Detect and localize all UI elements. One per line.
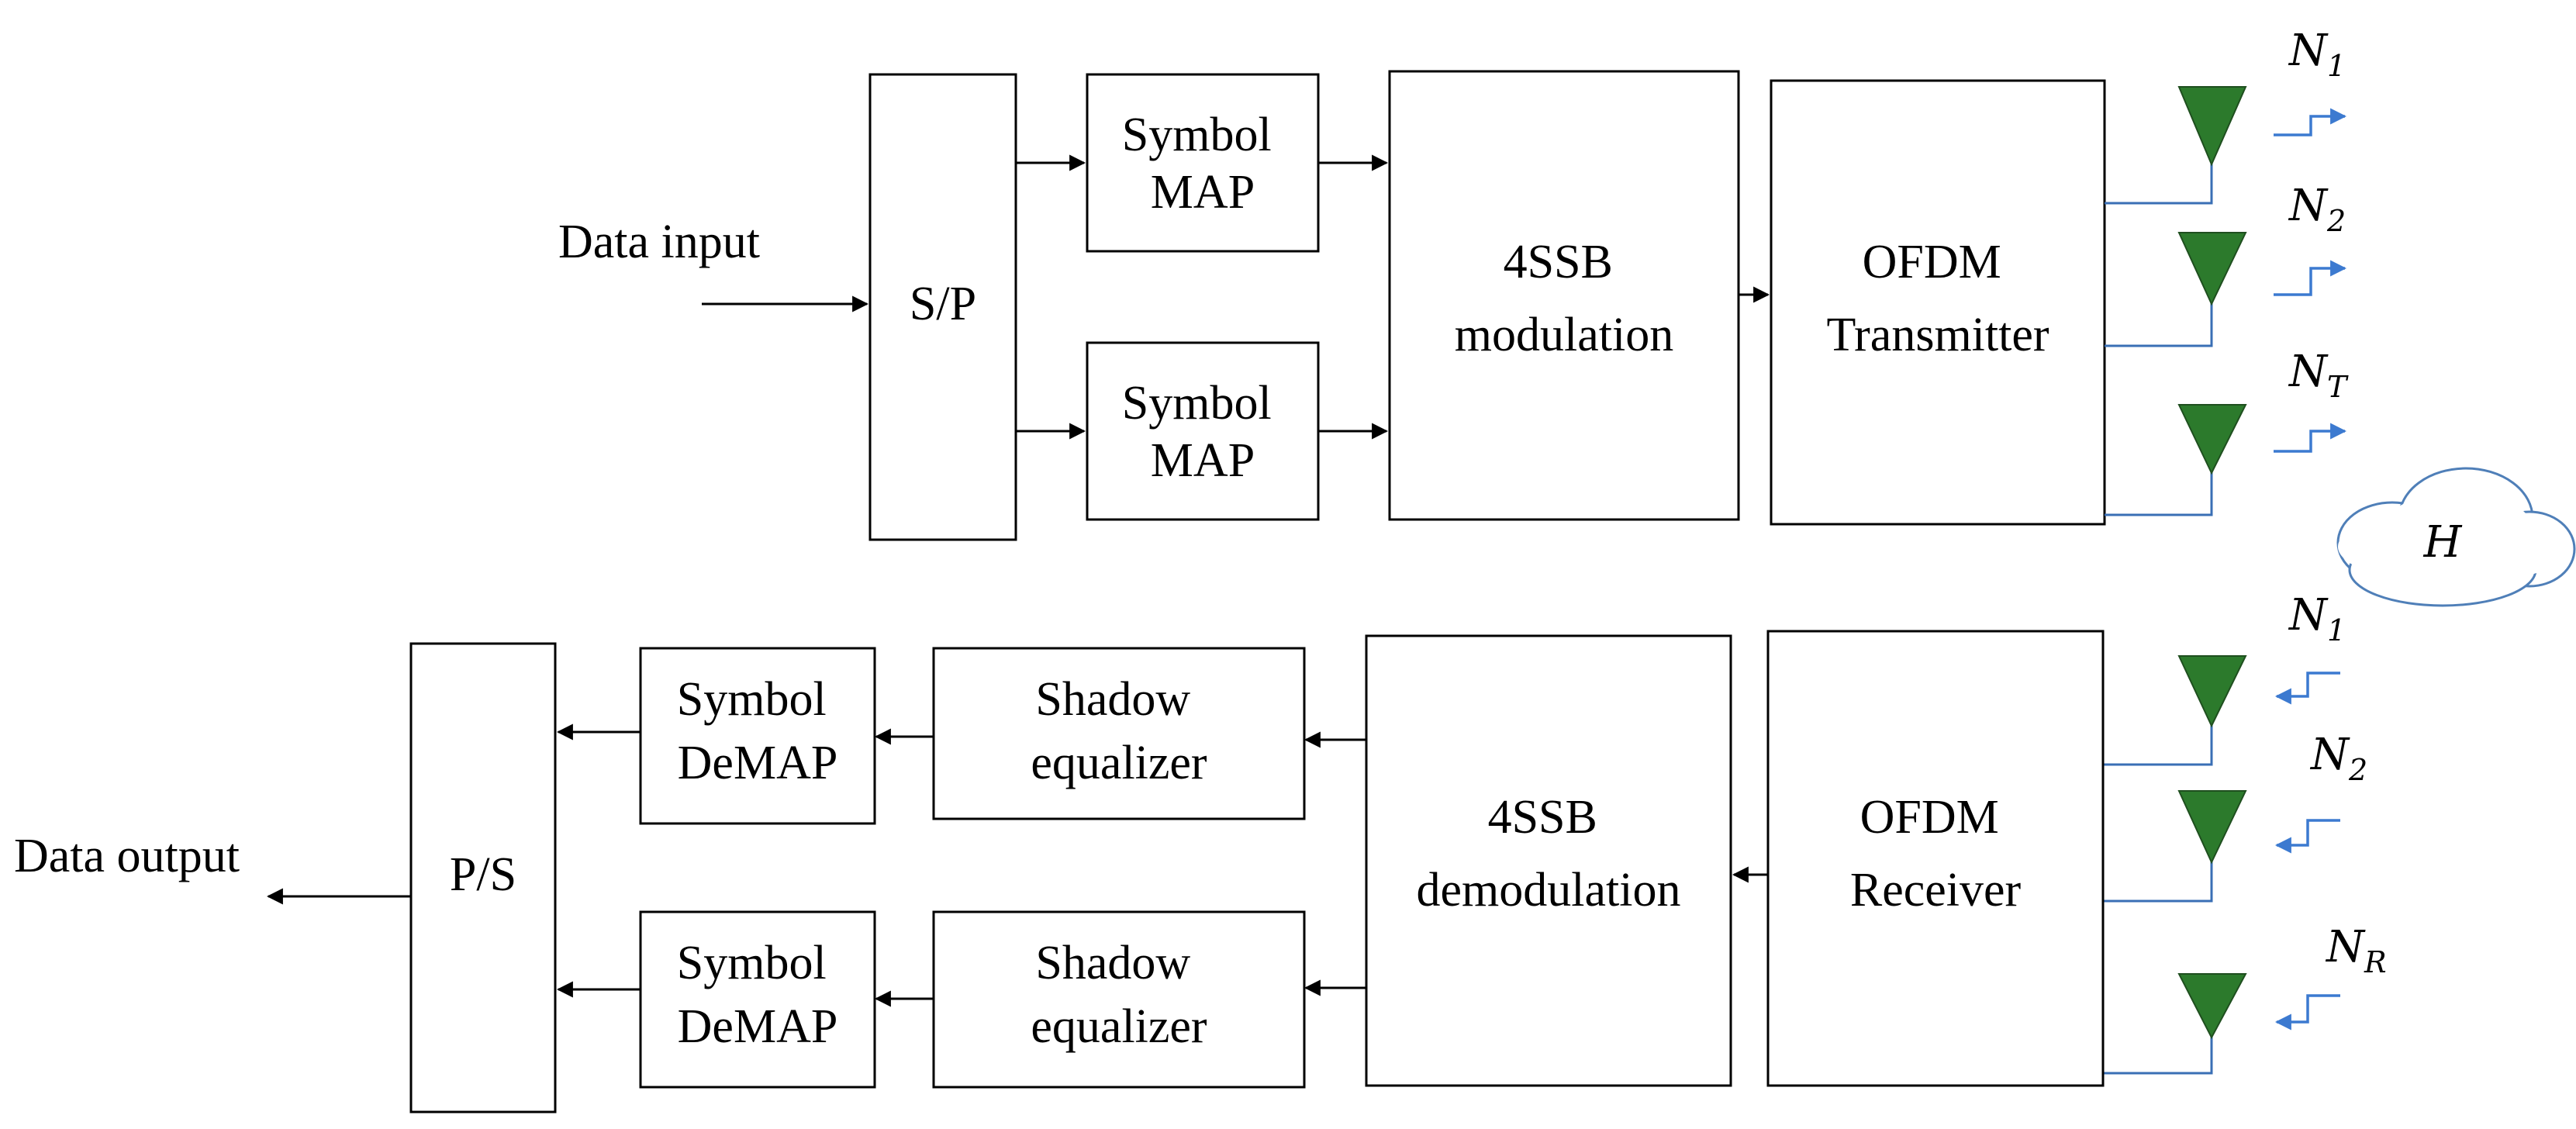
shadow-equalizer-block-1 (932, 647, 1306, 820)
channel-label: H (2423, 517, 2463, 568)
symbol-map-1-label: Symbol MAP (1122, 109, 1283, 219)
rx-antenna-2-icon (2177, 790, 2247, 865)
data-output-label: Data output (14, 830, 240, 882)
shadow-equalizer-2-label: Shadow equalizer (1031, 937, 1207, 1053)
data-input-label: Data input (558, 216, 760, 268)
ofdm-transmitter-label: OFDM Transmitter (1826, 236, 2049, 361)
tx-antenna-1-label: N1 (2288, 26, 2346, 83)
tx-signal-3-icon (2274, 423, 2347, 453)
symbol-demap-1-label: Symbol DeMAP (677, 673, 838, 789)
modulation-label: 4SSB modulation (1455, 236, 1673, 361)
tx-signal-2-icon (2274, 260, 2347, 296)
demodulation-label: 4SSB demodulation (1417, 791, 1681, 917)
symbol-map-block-1 (1086, 73, 1320, 253)
rx-feed-2 (2103, 861, 2213, 903)
4ssb-modulation-block (1388, 70, 1740, 521)
sp-label: S/P (910, 278, 976, 330)
shadow-equalizer-block-2 (932, 910, 1306, 1089)
rx-signal-1-icon (2274, 672, 2340, 705)
symbol-map-2-label: Symbol MAP (1122, 377, 1283, 487)
serial-to-parallel-block (868, 73, 1017, 541)
symbol-demap-block-2 (639, 910, 876, 1089)
tx-feed-2 (2105, 301, 2213, 347)
rx-antenna-1-icon (2177, 655, 2247, 728)
shadow-equalizer-1-label: Shadow equalizer (1031, 673, 1207, 789)
ps-label: P/S (450, 848, 516, 901)
symbol-map-block-2 (1086, 341, 1320, 521)
tx-antenna-2-label: N2 (2288, 181, 2346, 238)
rx-signal-3-icon (2274, 994, 2340, 1031)
tx-antenna-3-label: NT (2288, 347, 2349, 404)
ofdm-receiver-block (1766, 630, 2105, 1087)
rx-feed-3 (2103, 1036, 2213, 1075)
tx-antenna-3-icon (2177, 404, 2247, 475)
ofdm-transmitter-block (1770, 79, 2106, 526)
rx-antenna-3-label: NR (2325, 922, 2387, 979)
rx-antenna-3-icon (2177, 973, 2247, 1040)
symbol-demap-2-label: Symbol DeMAP (677, 937, 838, 1053)
4ssb-demodulation-block (1365, 634, 1732, 1087)
tx-feed-1 (2105, 163, 2213, 205)
rx-antenna-1-label: N1 (2288, 590, 2346, 647)
tx-antenna-2-icon (2177, 232, 2247, 306)
parallel-to-serial-block (409, 642, 557, 1113)
rx-feed-1 (2103, 724, 2213, 766)
tx-antenna-1-icon (2177, 86, 2247, 167)
tx-feed-3 (2105, 470, 2213, 516)
rx-antenna-2-label: N2 (2309, 730, 2367, 787)
channel-cloud-icon (2336, 467, 2576, 607)
symbol-demap-block-1 (639, 647, 876, 825)
rx-signal-2-icon (2274, 819, 2340, 854)
ofdm-receiver-label: OFDM Receiver (1850, 791, 2022, 917)
tx-signal-1-icon (2274, 108, 2347, 136)
